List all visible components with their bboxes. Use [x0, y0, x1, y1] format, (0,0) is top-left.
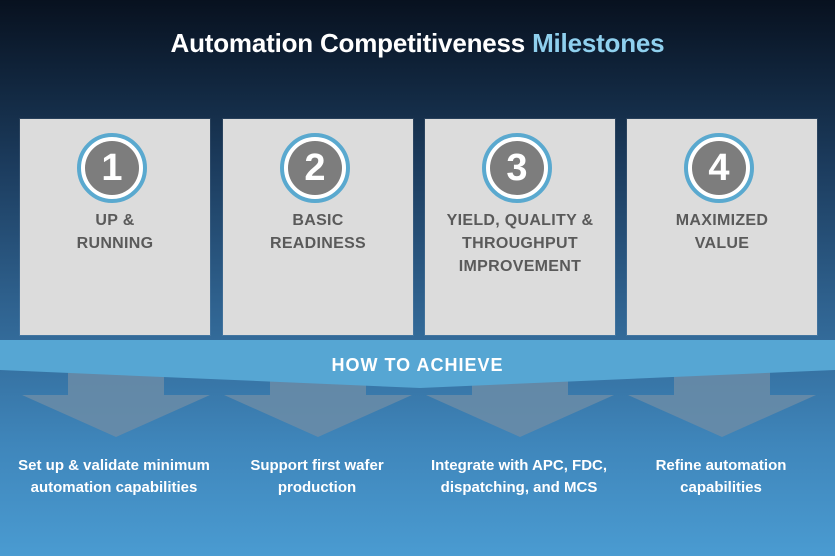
- title-main: Automation Competitiveness: [170, 28, 526, 58]
- milestone-number-4: 4: [692, 141, 746, 195]
- milestone-label-3: YIELD, QUALITY & THROUGHPUT IMPROVEMENT: [446, 212, 594, 275]
- milestone-label-1: UP & RUNNING: [76, 212, 154, 252]
- milestone-card-4: 4 MAXIMIZED VALUE: [627, 119, 817, 335]
- milestone-label-2: BASIC READINESS: [269, 212, 367, 252]
- milestone-card-2: 2 BASIC READINESS: [223, 119, 413, 335]
- milestone-badge-2: 2: [280, 133, 350, 203]
- milestone-desc-4: Refine automation capabilities: [655, 457, 787, 496]
- milestone-desc-2: Support first wafer production: [250, 457, 384, 496]
- milestone-badge-4: 4: [684, 133, 754, 203]
- page-title: Automation Competitiveness Milestones: [0, 28, 835, 59]
- how-to-achieve-band: [0, 340, 835, 388]
- band-label: HOW TO ACHIEVE: [331, 355, 504, 375]
- milestone-number-2: 2: [288, 141, 342, 195]
- milestone-desc-1: Set up & validate minimum automation cap…: [18, 457, 210, 496]
- milestone-number-3: 3: [490, 141, 544, 195]
- title-accent: Milestones: [532, 28, 665, 58]
- down-arrow-4: [628, 365, 816, 437]
- milestone-card-3: 3 YIELD, QUALITY & THROUGHPUT IMPROVEMEN…: [425, 119, 615, 335]
- milestone-card-1: 1 UP & RUNNING: [20, 119, 210, 335]
- milestone-number-1: 1: [85, 141, 139, 195]
- down-arrow-1: [22, 365, 210, 437]
- milestone-desc-3: Integrate with APC, FDC, dispatching, an…: [430, 457, 608, 496]
- milestone-badge-1: 1: [77, 133, 147, 203]
- milestone-label-4: MAXIMIZED VALUE: [675, 212, 769, 252]
- milestone-badge-3: 3: [482, 133, 552, 203]
